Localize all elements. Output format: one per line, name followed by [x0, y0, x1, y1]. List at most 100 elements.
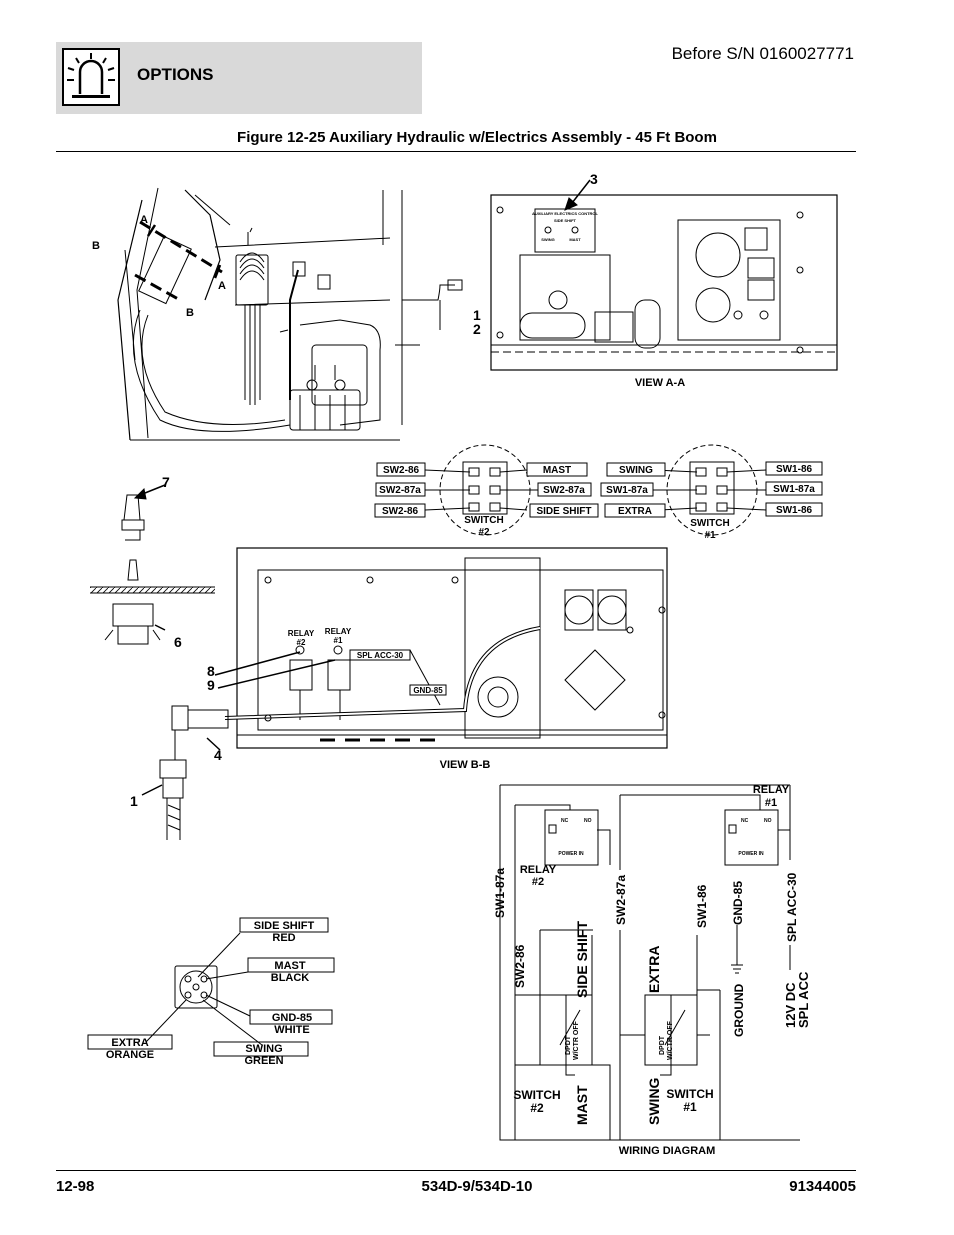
bb-relay2: RELAY	[288, 629, 315, 638]
w-sw1-87a: SW1-87a	[493, 868, 507, 918]
w-relay1: RELAY	[753, 784, 790, 796]
w-ground: GROUND	[732, 983, 746, 1037]
w-side-shift: SIDE SHIFT	[574, 921, 590, 998]
callout-2: 2	[473, 321, 481, 337]
section-letter-a-top: A	[140, 214, 148, 226]
panel-swing: SWING	[541, 237, 555, 242]
sw2-r2: SW2-87a	[543, 485, 585, 496]
w-r1-power: POWER IN	[738, 851, 764, 857]
callout-1-top: 1	[473, 307, 481, 323]
figure-title: Figure 12-25 Auxiliary Hydraulic w/Elect…	[237, 129, 717, 146]
sw1-r2: SW1-87a	[773, 484, 815, 495]
w-r1-no: NO	[764, 818, 772, 824]
header-divider	[56, 151, 856, 152]
wiring-labels: RELAY #1 RELAY #2 NC NO POWER IN NC NO P…	[493, 784, 811, 1125]
switch-2-diagram	[424, 444, 538, 536]
view-bb-enclosure	[171, 547, 668, 751]
section-letter-b-left: B	[92, 240, 100, 252]
w-switch1: SWITCH	[666, 1087, 713, 1101]
pin-side-shift-color: RED	[272, 932, 295, 944]
sw1-l3: EXTRA	[618, 506, 652, 517]
sw1-name: SWITCH	[690, 518, 729, 529]
pin-swing-color: GREEN	[244, 1055, 283, 1067]
w-spl-acc: SPL ACC	[796, 971, 811, 1028]
connector-pinout	[87, 917, 335, 1057]
pin-gnd-color: WHITE	[274, 1024, 309, 1036]
w-sw2-wctr: W/CTR OFF	[573, 1020, 580, 1060]
callout-3: 3	[590, 171, 598, 187]
w-sw2-86: SW2-86	[513, 944, 527, 988]
serial-number-note: Before S/N 0160027771	[671, 44, 854, 63]
switch-1-diagram	[653, 444, 767, 536]
w-relay2-num: #2	[532, 876, 544, 888]
bb-gnd: GND-85	[413, 686, 443, 695]
w-r2-no: NO	[584, 818, 592, 824]
w-spl-acc-30: SPL ACC-30	[785, 872, 799, 942]
view-aa-label: VIEW A-A	[635, 377, 685, 389]
callout-6: 6	[174, 634, 182, 650]
pin-gnd: GND-85	[272, 1012, 312, 1024]
w-gnd-85: GND-85	[731, 881, 745, 925]
panel-subtitle: SIDE SHIFT	[554, 218, 577, 223]
w-12v-dc: 12V DC	[783, 982, 798, 1028]
w-switch2: SWITCH	[513, 1088, 560, 1102]
callout-4: 4	[214, 747, 222, 763]
pin-mast-color: BLACK	[271, 972, 310, 984]
w-sw2-dpdt: DPDT	[565, 1035, 572, 1055]
bb-spl: SPL ACC-30	[357, 651, 404, 660]
switch-1-labels: SWING SW1-87a EXTRA SW1-86 SW1-87a SW1-8…	[600, 461, 823, 541]
w-mast: MAST	[574, 1085, 590, 1125]
sw2-l2: SW2-87a	[379, 485, 421, 496]
connector-plug	[141, 730, 187, 840]
w-sw2-87a: SW2-87a	[614, 875, 628, 925]
w-switch1-num: #1	[683, 1100, 697, 1114]
view-bb-labels: RELAY #2 RELAY #1 SPL ACC-30 GND-85	[288, 627, 447, 696]
w-relay1-num: #1	[765, 797, 777, 809]
w-swing: SWING	[646, 1077, 662, 1125]
platform-view	[117, 187, 463, 441]
w-sw1-wctr: W/CTR OFF	[667, 1020, 674, 1060]
pin-mast: MAST	[274, 960, 305, 972]
view-bb-label: VIEW B-B	[440, 759, 491, 771]
callout-numbers: 3 1 2 7 6 8 9 4 1	[130, 171, 598, 809]
sw2-l3: SW2-86	[382, 506, 419, 517]
section-letter-b-bottom: B	[186, 307, 194, 319]
wiring-diagram	[499, 784, 800, 1141]
w-sw1-86: SW1-86	[695, 884, 709, 928]
bb-relay1-num: #1	[334, 636, 343, 645]
bb-relay1: RELAY	[325, 627, 352, 636]
callout-8: 8	[207, 663, 215, 679]
panel-title: AUXILIARY ELECTRICS CONTROL	[532, 211, 599, 216]
w-r2-power: POWER IN	[558, 851, 584, 857]
section-title: OPTIONS	[137, 65, 214, 84]
section-letter-a-right: A	[218, 280, 226, 292]
w-sw1-dpdt: DPDT	[659, 1035, 666, 1055]
sw1-l2: SW1-87a	[606, 485, 648, 496]
w-switch2-num: #2	[530, 1101, 544, 1115]
section-letters: A B A B	[92, 214, 226, 319]
panel-mast: MAST	[569, 237, 581, 242]
w-r2-nc: NC	[561, 818, 569, 824]
light-beacon-icon	[62, 48, 120, 106]
bb-relay2-num: #2	[297, 638, 306, 647]
callout-1: 1	[130, 793, 138, 809]
sw2-r1: MAST	[543, 465, 571, 476]
w-relay2: RELAY	[520, 864, 557, 876]
sw2-r3: SIDE SHIFT	[536, 506, 591, 517]
sw2-name: SWITCH	[464, 515, 503, 526]
sw1-l1: SWING	[619, 465, 653, 476]
panel-text: AUXILIARY ELECTRICS CONTROL SIDE SHIFT S…	[532, 211, 599, 242]
sw2-l1: SW2-86	[383, 465, 420, 476]
pin-extra: EXTRA	[111, 1037, 148, 1049]
pin-extra-color: ORANGE	[106, 1049, 154, 1061]
wiring-diagram-label: WIRING DIAGRAM	[619, 1145, 716, 1157]
page-number: 12-98	[56, 1178, 95, 1195]
footer-divider	[56, 1170, 856, 1171]
w-extra: EXTRA	[646, 946, 662, 993]
model-number: 534D-9/534D-10	[421, 1178, 533, 1195]
pin-side-shift: SIDE SHIFT	[254, 920, 315, 932]
pin-swing: SWING	[245, 1043, 282, 1055]
w-r1-nc: NC	[741, 818, 749, 824]
switch-2-labels: SW2-86 SW2-87a SW2-86 MAST SW2-87a SIDE …	[374, 462, 599, 538]
